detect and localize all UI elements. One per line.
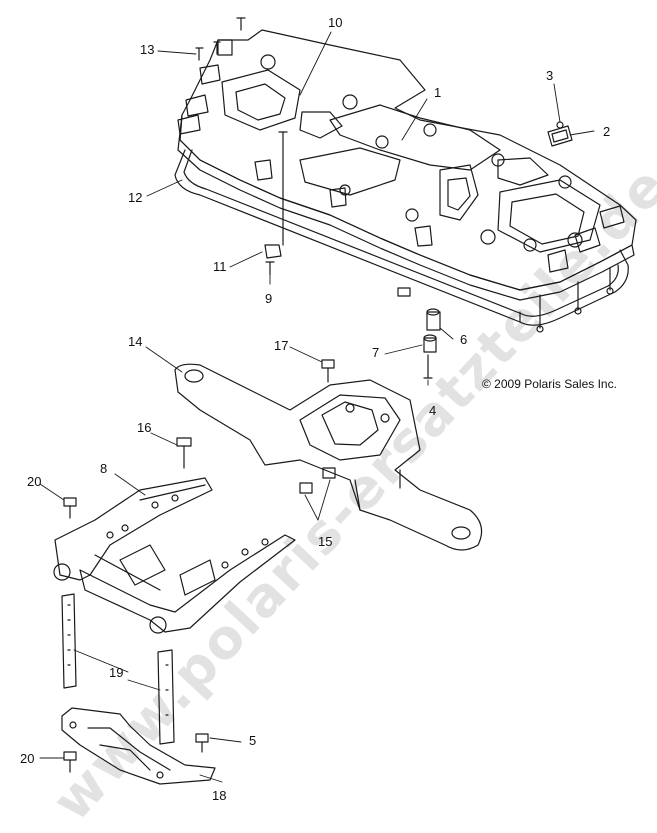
lower-bracket-18 bbox=[61, 707, 216, 785]
bolt-5 bbox=[195, 733, 209, 753]
callout-1: 1 bbox=[434, 85, 442, 100]
callout-5: 5 bbox=[249, 733, 257, 748]
callout-3: 3 bbox=[546, 68, 554, 83]
bolt-20-lower bbox=[63, 751, 77, 773]
bolt-20-upper bbox=[63, 497, 77, 519]
callout-9: 9 bbox=[265, 291, 273, 306]
callout-8: 8 bbox=[100, 461, 108, 476]
rack-spacer-7 bbox=[423, 334, 437, 353]
rack-nut-11 bbox=[264, 244, 282, 259]
callout-16: 16 bbox=[137, 420, 152, 435]
callout-15: 15 bbox=[318, 534, 333, 549]
channel-19-left bbox=[61, 593, 77, 689]
callout-12: 12 bbox=[128, 190, 143, 205]
nut-15 bbox=[299, 467, 336, 494]
callout-6: 6 bbox=[460, 332, 468, 347]
callout-7: 7 bbox=[372, 345, 380, 360]
channel-19-right bbox=[157, 649, 175, 745]
callout-11: 11 bbox=[213, 259, 227, 274]
callout-2: 2 bbox=[603, 124, 611, 139]
copyright-notice: © 2009 Polaris Sales Inc. bbox=[482, 377, 617, 391]
rack-mount-6 bbox=[397, 287, 441, 331]
bolt-17 bbox=[321, 359, 335, 383]
callout-18: 18 bbox=[212, 788, 227, 803]
lower-frame-8 bbox=[53, 477, 296, 634]
rack-lower-frame bbox=[174, 149, 629, 326]
rack-clip-2 bbox=[547, 125, 573, 147]
callout-14: 14 bbox=[128, 334, 143, 349]
support-bracket-14 bbox=[174, 363, 483, 551]
callout-10: 10 bbox=[328, 15, 343, 30]
bolt-16 bbox=[176, 437, 192, 469]
rack-bolt-4 bbox=[423, 354, 433, 379]
rack-screw-13 bbox=[195, 41, 221, 61]
rack-screw-top bbox=[236, 17, 246, 31]
rack-body bbox=[177, 29, 637, 333]
leader-lines bbox=[39, 31, 595, 783]
rack-bolt-9 bbox=[265, 261, 275, 276]
rack-screw-3 bbox=[556, 121, 564, 129]
callout-20-lower: 20 bbox=[20, 751, 35, 766]
callout-17: 17 bbox=[274, 338, 289, 353]
callout-20-upper: 20 bbox=[27, 474, 42, 489]
callout-4: 4 bbox=[429, 403, 437, 418]
rack-bolt-10 bbox=[278, 131, 288, 246]
callout-13: 13 bbox=[140, 42, 155, 57]
callout-19: 19 bbox=[109, 665, 124, 680]
parts-diagram bbox=[39, 17, 637, 785]
